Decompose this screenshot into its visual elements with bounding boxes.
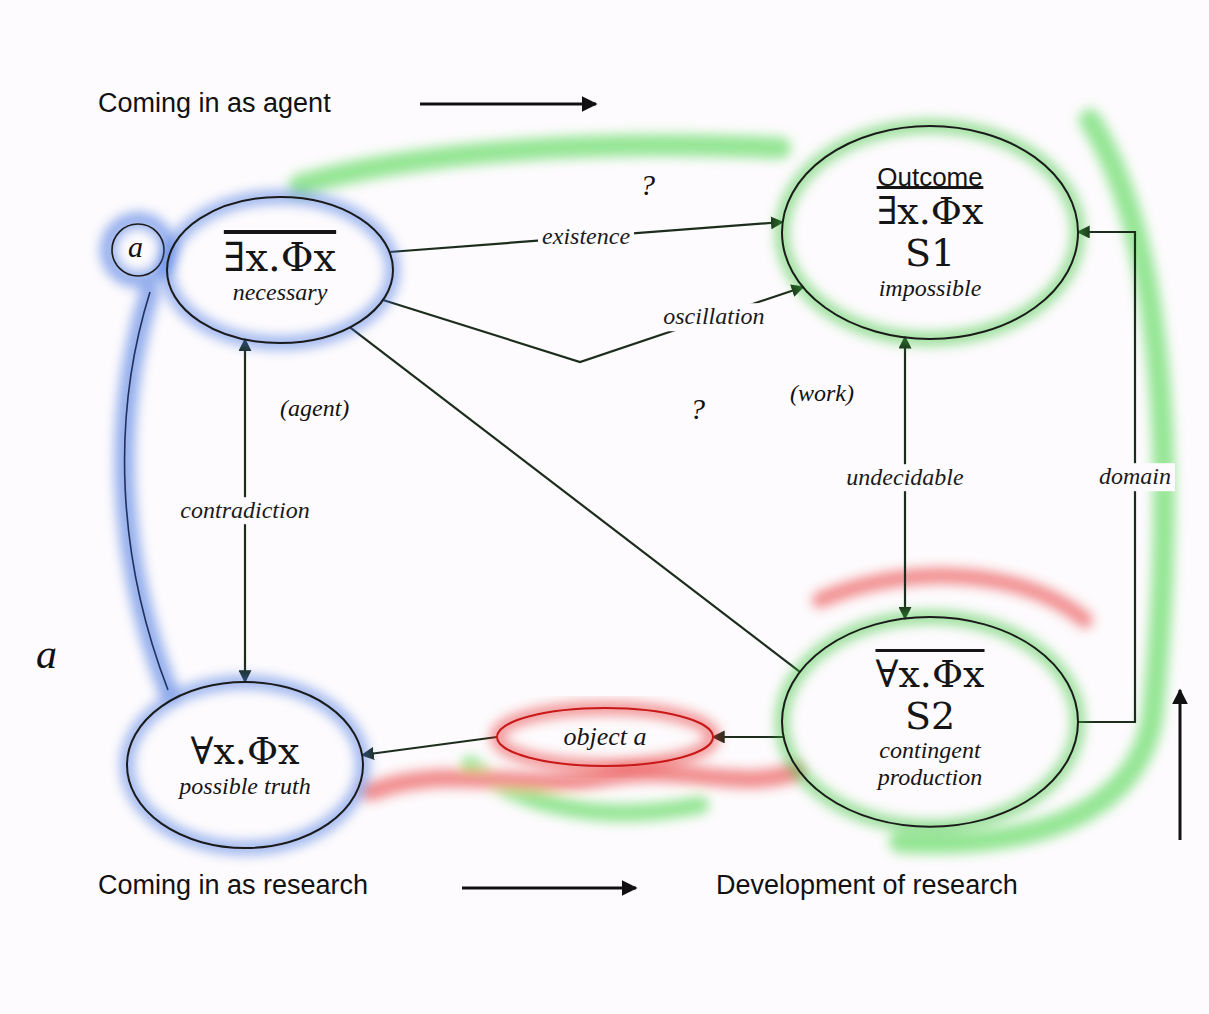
free-label: a bbox=[36, 630, 57, 678]
free-label: ? bbox=[690, 392, 705, 427]
node-text: ∃x.Φx bbox=[224, 235, 336, 279]
outline-glow bbox=[782, 126, 1078, 339]
sketch-node: ∀x.ΦxS2contingentproduction bbox=[780, 615, 1080, 829]
node-text: ∃x.Φx bbox=[877, 191, 984, 233]
color-glow bbox=[108, 120, 1164, 843]
node-text: S2 bbox=[905, 696, 955, 738]
connector bbox=[383, 287, 803, 362]
outline-ellipse bbox=[782, 126, 1078, 339]
edge-label: undecidable bbox=[842, 464, 967, 492]
sketch-node: ∀x.Φxpossible truth bbox=[125, 680, 365, 850]
edge-label: oscillation bbox=[659, 303, 768, 331]
sketch-arc bbox=[125, 292, 168, 690]
connector bbox=[390, 222, 783, 252]
sketch-node: object a bbox=[495, 706, 715, 768]
node-text: object a bbox=[563, 723, 646, 752]
node-text: ∀x.Φx bbox=[875, 654, 984, 696]
edge-label: contradiction bbox=[176, 497, 313, 525]
outline-ellipse bbox=[127, 682, 363, 848]
node-text: impossible bbox=[879, 275, 982, 301]
free-label: ? bbox=[640, 168, 655, 203]
node-text: ∀x.Φx bbox=[190, 731, 299, 773]
outline-glow bbox=[127, 682, 363, 848]
outline-ellipse bbox=[782, 617, 1078, 827]
edge-label: existence bbox=[538, 223, 634, 251]
direction-arrow bbox=[1179, 690, 1182, 840]
connector bbox=[713, 736, 784, 738]
node-text: S1 bbox=[905, 233, 955, 275]
sketch-node: Outcome∃x.ΦxS1impossible bbox=[780, 124, 1080, 341]
sketch-circle bbox=[112, 224, 164, 276]
connector bbox=[350, 327, 800, 672]
free-label: Development of research bbox=[716, 870, 1018, 901]
outline-glow bbox=[167, 197, 393, 343]
free-label: Coming in as agent bbox=[98, 88, 331, 119]
outline-ellipse bbox=[167, 197, 393, 343]
free-label: (work) bbox=[790, 380, 854, 408]
outline-glow bbox=[497, 708, 713, 766]
free-label: (agent) bbox=[280, 395, 349, 423]
node-text: necessary bbox=[233, 279, 328, 305]
free-label: a bbox=[128, 230, 143, 265]
node-text: contingent bbox=[879, 737, 980, 763]
edge-label: domain bbox=[1095, 463, 1175, 491]
free-label: Coming in as research bbox=[98, 870, 368, 901]
connector bbox=[362, 737, 497, 755]
direction-arrow bbox=[462, 887, 636, 890]
outline-glow bbox=[782, 617, 1078, 827]
direction-arrow bbox=[420, 103, 596, 106]
sketch-node: ∃x.Φxnecessary bbox=[165, 195, 395, 345]
node-text: production bbox=[878, 764, 982, 790]
outline-ellipse bbox=[497, 708, 713, 766]
node-text: possible truth bbox=[179, 773, 310, 799]
node-text: Outcome bbox=[877, 163, 983, 192]
